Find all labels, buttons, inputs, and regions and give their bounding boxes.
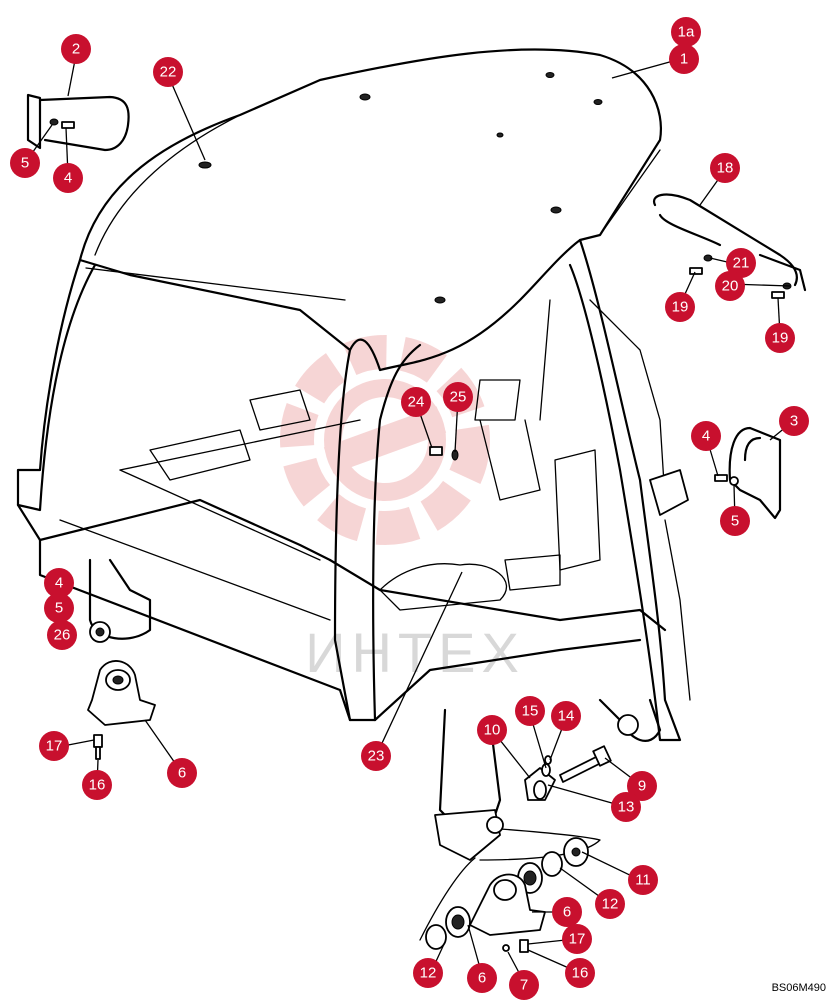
reference-code: BS06M490 [771,982,826,994]
left-mount [89,621,111,643]
callout-19-left: 19 [665,292,695,322]
svg-text:11: 11 [635,872,651,889]
svg-text:25: 25 [450,389,467,406]
svg-text:7: 7 [520,977,528,994]
svg-text:6: 6 [478,970,486,987]
mount-bracket-left [87,660,156,726]
svg-text:6: 6 [178,765,186,782]
lower-mount-assembly [419,824,601,953]
callout-22: 22 [153,57,183,87]
callout-23: 23 [361,741,391,771]
callout-1a: 1a [671,17,701,47]
svg-text:4: 4 [55,575,63,592]
callout-17-bottom: 17 [562,924,592,954]
callouts: 1a 1 2 22 5 4 18 21 20 19 19 24 25 3 4 5… [10,17,809,1000]
callout-4-right: 4 [691,421,721,451]
svg-text:22: 22 [160,64,177,81]
callout-5-left: 5 [44,593,74,623]
svg-text:14: 14 [558,708,575,725]
leg-feet [434,714,639,861]
svg-text:18: 18 [717,160,734,177]
callout-16-bottom: 16 [565,958,595,988]
svg-text:6: 6 [563,904,571,921]
bolt-left [93,734,103,760]
svg-text:20: 20 [722,278,739,295]
callout-20: 20 [715,271,745,301]
callout-18: 18 [710,153,740,183]
svg-text:23: 23 [368,748,385,765]
callout-4-left: 4 [44,568,74,598]
callout-25: 25 [443,382,473,412]
svg-text:9: 9 [638,778,646,795]
svg-text:16: 16 [89,777,106,794]
watermark-logo [280,335,490,545]
svg-text:1a: 1a [678,24,695,41]
svg-text:12: 12 [602,896,619,913]
svg-text:17: 17 [569,931,586,948]
callout-3: 3 [779,406,809,436]
svg-text:5: 5 [55,600,63,617]
cab-frame [16,238,691,832]
callout-16-left: 16 [82,770,112,800]
callout-6-left: 6 [167,758,197,788]
svg-text:4: 4 [64,170,72,187]
pin-assembly [524,745,612,801]
callout-1: 1 [669,44,699,74]
svg-text:15: 15 [522,703,539,720]
svg-text:17: 17 [46,738,63,755]
callout-12-right: 12 [595,889,625,919]
roof-bolts [198,72,603,304]
svg-text:10: 10 [484,722,501,739]
svg-text:2: 2 [72,41,80,58]
svg-text:12: 12 [420,965,437,982]
callout-12-left: 12 [413,958,443,988]
svg-text:5: 5 [21,155,29,172]
callout-2: 2 [61,34,91,64]
callout-7: 7 [509,970,539,1000]
cab-roof [78,48,662,372]
guard-rail-3 [714,426,782,520]
svg-text:16: 16 [572,965,589,982]
callout-4-top: 4 [53,163,83,193]
svg-text:13: 13 [618,799,635,816]
svg-text:5: 5 [731,513,739,530]
callout-10: 10 [477,715,507,745]
svg-text:19: 19 [672,299,689,316]
svg-text:4: 4 [702,428,710,445]
svg-text:3: 3 [790,413,798,430]
callout-6-center: 6 [552,897,582,927]
svg-text:19: 19 [772,330,789,347]
svg-text:24: 24 [408,394,425,411]
callout-5-right: 5 [720,506,750,536]
guard-rail-2 [26,93,130,152]
callout-15: 15 [515,696,545,726]
callout-19-right: 19 [765,323,795,353]
callout-6-bottom: 6 [467,963,497,993]
callout-5-top: 5 [10,148,40,178]
svg-text:1: 1 [680,51,688,68]
callout-26: 26 [47,620,77,650]
callout-11: 11 [628,865,658,895]
svg-text:26: 26 [54,627,71,644]
callout-13: 13 [611,792,641,822]
callout-17-left: 17 [39,731,69,761]
callout-14: 14 [551,701,581,731]
svg-text:21: 21 [733,255,750,272]
handle-18 [652,193,807,299]
callout-24: 24 [401,387,431,417]
bolt-24-25 [429,446,459,461]
callout-9: 9 [627,771,657,801]
callout-21: 21 [726,248,756,278]
